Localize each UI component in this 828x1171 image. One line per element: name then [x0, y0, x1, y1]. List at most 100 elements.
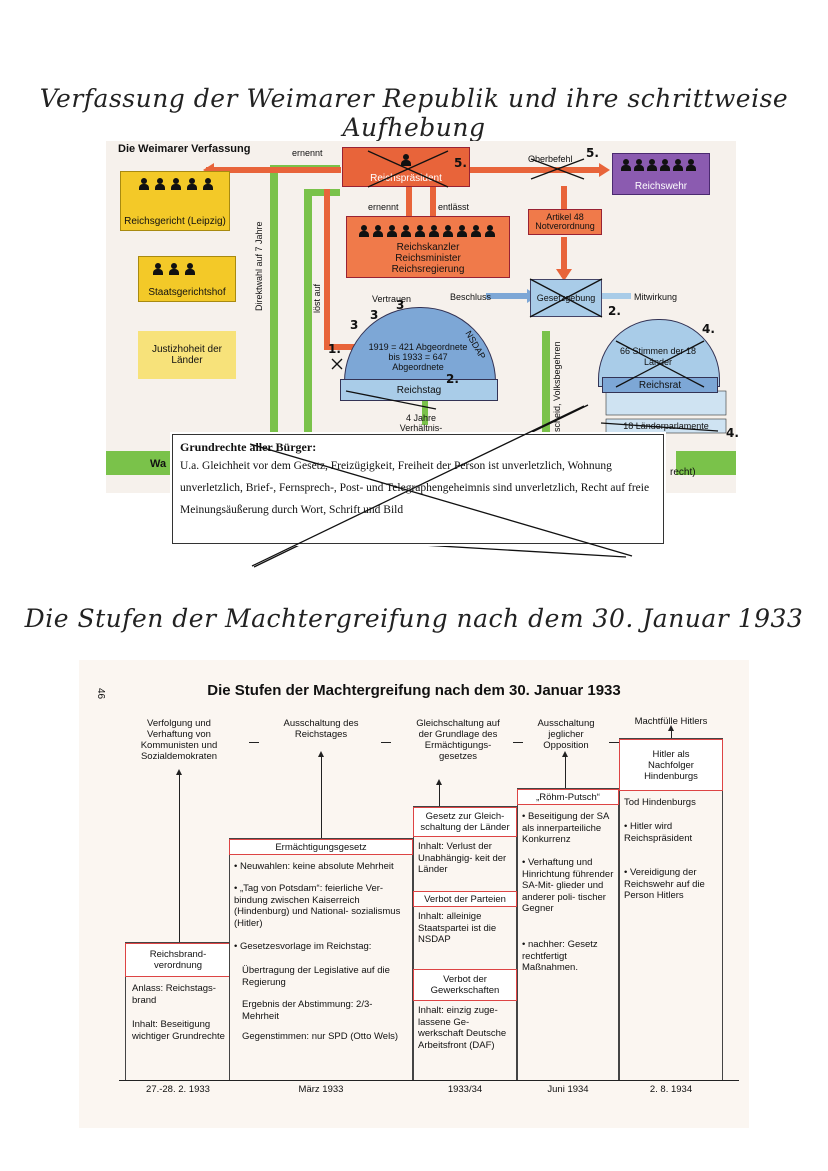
reichspraesident-box: Reichspräsident	[342, 147, 470, 187]
artikel48-label: Artikel 48 Notverordnung	[535, 212, 595, 231]
reichsregierung-box: Reichskanzler Reichsminister Reichsregie…	[346, 216, 510, 278]
judges-icon	[139, 178, 213, 190]
goal-opposition: Ausschaltung jeglicher Opposition	[537, 718, 595, 751]
vertrauen-label: Vertrauen	[372, 294, 412, 304]
cabinet-icon	[359, 225, 495, 237]
goal-machtfuelle: Machtfülle Hitlers	[634, 716, 708, 727]
tod-hindenburgs: Tod Hindenburgs	[624, 797, 696, 808]
soldiers-icon	[621, 159, 696, 171]
date-col2: März 1933	[298, 1084, 344, 1095]
mark-5-oberbefehl: 5.	[586, 146, 599, 160]
inhalt-text: Inhalt: Beseitigung wichtiger Grundrecht…	[132, 1019, 225, 1042]
ermaechtigung-item: Übertragung der Legislative auf die Regi…	[242, 965, 390, 988]
reichstag-base: Reichstag	[340, 379, 498, 401]
ernennt-top-label: ernennt	[292, 148, 323, 158]
column-hitler-nachfolger: Hitler als Nachfolger Hindenburgs Tod Hi…	[619, 738, 723, 1080]
staatsgerichtshof-label: Staatsgerichtshof	[148, 287, 226, 298]
justizhoheit-label: Justizhoheit der Länder	[151, 344, 223, 366]
mark-3b: 3	[370, 308, 378, 322]
reichsrat-stimmen: 66 Stimmen der 18 Länder	[619, 346, 697, 367]
reichsgericht-box: Reichsgericht (Leipzig)	[120, 171, 230, 231]
goal-reichstag: Ausschaltung des Reichstages	[283, 718, 359, 740]
ermaechtigung-item: • Neuwahlen: keine absolute Mehrheit	[234, 861, 394, 872]
arrow-up	[318, 751, 324, 840]
ermaechtigungsgesetz-box: Ermächtigungsgesetz	[229, 839, 413, 855]
verbot-parteien-box: Verbot der Parteien	[413, 891, 517, 907]
column-gleichschaltung: Gesetz zur Gleich- schaltung der Länder …	[413, 806, 517, 1080]
date-col1: 27.-28. 2. 1933	[146, 1084, 210, 1095]
reichstag-label: Reichstag	[396, 384, 442, 396]
reichsrat-base: Reichsrat	[602, 377, 718, 393]
mark-2-gesetzgebung: 2.	[608, 304, 621, 318]
goal-separator	[381, 742, 391, 743]
wa-label: Wa	[150, 458, 167, 470]
mark-3c: 3	[396, 298, 404, 312]
parteien-inhalt: Inhalt: alleinige Staatspartei ist die N…	[418, 911, 497, 945]
goal-separator	[513, 742, 523, 743]
diagram-heading: Die Weimarer Verfassung	[118, 143, 251, 155]
reichsregierung-label: Reichsregierung	[391, 264, 465, 275]
diagram-connectors	[106, 163, 736, 475]
recht-label: recht)	[670, 467, 696, 478]
section-title: Die Stufen der Machtergreifung nach dem …	[24, 604, 804, 633]
judges-icon	[153, 263, 195, 275]
artikel48-box: Artikel 48 Notverordnung	[528, 209, 602, 235]
hitler-item: • Vereidigung der Reichswehr auf die Per…	[624, 867, 705, 901]
goal-separator	[609, 742, 619, 743]
grundrechte-heading: Grundrechte aller Bürger:	[180, 440, 317, 454]
date-col5: 2. 8. 1934	[649, 1084, 693, 1095]
verbot-gewerkschaften-box: Verbot der Gewerkschaften	[413, 969, 517, 1001]
anlass-text: Anlass: Reichstags- brand	[132, 983, 216, 1006]
arrow-up	[176, 769, 182, 944]
reichsgericht-label: Reichsgericht (Leipzig)	[124, 216, 226, 227]
reichskanzler-label: Reichskanzler	[396, 242, 460, 253]
ermaechtigung-item: • „Tag von Potsdam“: feierliche Ver- bin…	[234, 883, 401, 929]
mark-1-reichstag: 1.	[328, 342, 341, 356]
ermaechtigung-item: Gegenstimmen: nur SPD (Otto Wels)	[242, 1031, 399, 1042]
entlaesst-label: entlässt	[438, 202, 470, 212]
roehm-item: • Verhaftung und Hinrichtung führender S…	[522, 857, 614, 914]
ermaechtigung-item: Ergebnis der Abstimmung: 2/3-Mehrheit	[242, 999, 373, 1022]
grundrechte-text: U.a. Gleichheit vor dem Gesetz, Freizügi…	[180, 460, 650, 516]
gleichschaltung-inhalt: Inhalt: Verlust der Unabhängig- keit der…	[418, 841, 507, 875]
date-col4: Juni 1934	[547, 1084, 589, 1095]
hitler-nachfolger-box: Hitler als Nachfolger Hindenburgs	[619, 739, 723, 791]
goal-separator	[249, 742, 259, 743]
timeline-baseline	[119, 1080, 739, 1081]
goal-verfolgung: Verfolgung und Verhaftung von Kommuniste…	[140, 718, 218, 762]
reichsrat-label: Reichsrat	[638, 379, 682, 391]
gewerkschaften-inhalt: Inhalt: einzig zuge- lassene Ge- werksch…	[418, 1005, 507, 1051]
mark-4-reichsrat: 4.	[702, 322, 715, 336]
mitwirkung-label: Mitwirkung	[634, 292, 678, 302]
laenderparlamente-box: 18 Länderparlamente	[623, 420, 709, 431]
roehm-item: • nachher: Gesetz rechtfertigt Maßnahmen…	[522, 939, 598, 973]
column-roehm-putsch: „Röhm-Putsch“ • Beseitigung der SA als i…	[517, 788, 619, 1080]
reichsminister-label: Reichsminister	[395, 253, 461, 264]
president-icon	[401, 154, 411, 166]
gleichschaltung-laender-box: Gesetz zur Gleich- schaltung der Länder	[413, 807, 517, 837]
grundrechte-box: Grundrechte aller Bürger: U.a. Gleichhei…	[172, 434, 664, 544]
ernennt-label: ernennt	[368, 202, 399, 212]
justizhoheit-box: Justizhoheit der Länder	[138, 331, 236, 379]
hitler-item: • Hitler wird Reichspräsident	[624, 821, 693, 844]
oberbefehl-label: Oberbefehl	[528, 154, 573, 164]
arrow-up	[562, 751, 568, 788]
ermaechtigung-item: • Gesetzesvorlage im Reichstag:	[234, 941, 372, 952]
column-ermaechtigungsgesetz: Ermächtigungsgesetz • Neuwahlen: keine a…	[229, 838, 413, 1080]
column-reichsbrandverordnung: Reichsbrand- verordnung Anlass: Reichsta…	[125, 942, 231, 1080]
machtergreifung-diagram: 46 Die Stufen der Machtergreifung nach d…	[79, 660, 749, 1128]
roehm-putsch-box: „Röhm-Putsch“	[517, 789, 619, 805]
mark-2-reichstag: 2.	[446, 372, 459, 386]
staatsgerichtshof-box: Staatsgerichtshof	[138, 256, 236, 302]
goal-gleichschaltung: Gleichschaltung auf der Grundlage des Er…	[416, 718, 500, 762]
reichswehr-box: Reichswehr	[612, 153, 710, 195]
diagram-title: Die Stufen der Machtergreifung nach dem …	[207, 682, 621, 699]
reichswehr-label: Reichswehr	[634, 181, 688, 192]
reichstag-seats-text: 1919 = 421 Abgeordnete bis 1933 = 647 Ab…	[368, 342, 468, 372]
arrow-up	[436, 779, 442, 806]
mark-3a: 3	[350, 318, 358, 332]
reichsbrandverordnung-box: Reichsbrand- verordnung	[125, 943, 231, 977]
date-col3: 1933/34	[447, 1084, 483, 1095]
roehm-item: • Beseitigung der SA als innerparteilich…	[522, 811, 609, 845]
reichspraesident-label: Reichspräsident	[370, 173, 442, 184]
